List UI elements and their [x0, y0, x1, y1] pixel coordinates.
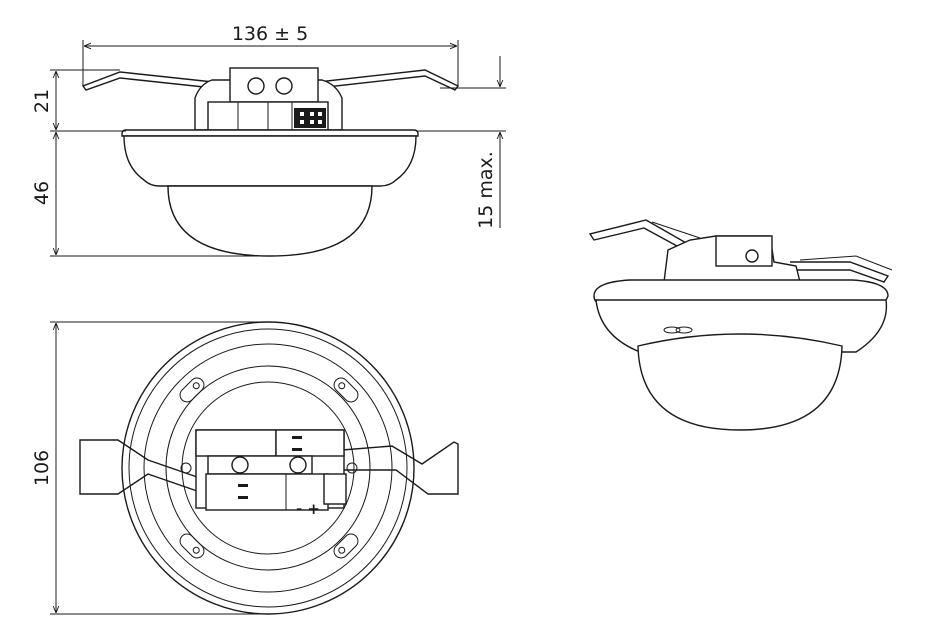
top-view: - + — [79, 321, 459, 615]
side-dome — [167, 185, 373, 257]
dimension-diameter: 106 — [31, 321, 268, 615]
side-flange — [121, 129, 419, 137]
keyhole-slot-top-right — [333, 377, 359, 403]
side-screw-2 — [275, 77, 293, 95]
side-terminal-block — [229, 67, 319, 103]
side-screw-1 — [247, 77, 265, 95]
perspective-spring-clip-left — [588, 219, 689, 253]
diameter-label: 106 — [31, 450, 53, 486]
terminal-screw-1 — [231, 456, 249, 474]
terminal-screw-2 — [289, 456, 307, 474]
keyhole-slot-bottom-right — [333, 533, 359, 559]
side-view — [81, 67, 460, 257]
recess-label: 15 max. — [475, 151, 497, 229]
perspective-spring-clip-right — [790, 261, 890, 283]
dimension-height-body: 46 — [31, 132, 270, 257]
height-top-label: 21 — [31, 89, 53, 113]
height-body-label: 46 — [31, 181, 53, 205]
keyhole-slot-bottom-left — [179, 533, 205, 559]
perspective-view — [588, 219, 893, 431]
keyhole-slot-top-left — [179, 377, 205, 403]
perspective-body — [595, 299, 888, 353]
width-label: 136 ± 5 — [232, 23, 308, 45]
side-terminal-pins — [294, 108, 326, 128]
perspective-dome — [637, 333, 843, 431]
dimension-width: 136 ± 5 — [82, 23, 459, 86]
side-spring-clip-left — [81, 71, 233, 91]
dimension-height-top: 21 — [31, 69, 126, 132]
polarity-label: - + — [296, 500, 320, 518]
top-spring-wire-left — [79, 439, 201, 495]
side-body — [123, 135, 417, 187]
dimension-recess: 15 max. — [418, 56, 506, 229]
top-spring-wire-right — [341, 441, 459, 495]
